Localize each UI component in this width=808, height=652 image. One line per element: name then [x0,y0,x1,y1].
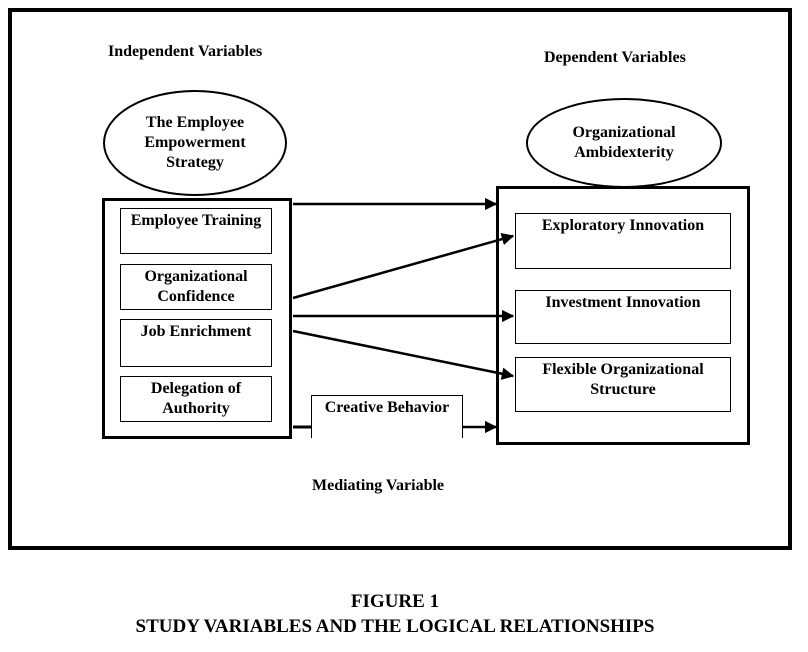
box-line: Employee Training [130,212,262,229]
box-line: Organizational [144,268,248,285]
independent-variables-box [102,198,292,439]
arrow-confidence-to-exploratory [292,233,515,300]
ellipse-line: Ambidexterity [574,144,674,161]
box-line: Authority [162,400,230,417]
box-line: Investment Innovation [545,294,701,311]
box-line: Flexible Organizational [542,361,704,378]
box-line: Confidence [157,288,235,305]
figure-number: FIGURE 1 [350,591,440,612]
ellipse-line: Empowerment [144,134,246,151]
arrow-enrichment-to-flexible [292,329,515,380]
box-line: Structure [590,381,656,398]
box-line: Exploratory Innovation [541,217,705,234]
creative-behavior-box: Creative Behavior [311,395,463,438]
investment-innovation-box: Investment Innovation [515,290,731,344]
organizational-confidence-box: Organizational Confidence [120,264,272,310]
job-enrichment-box: Job Enrichment [120,319,272,367]
flexible-organizational-structure-box: Flexible Organizational Structure [515,357,731,412]
mediating-variable-label: Mediating Variable [312,477,445,494]
box-line: Creative Behavior [324,399,450,416]
ellipse-line: The Employee [145,114,245,131]
delegation-of-authority-box: Delegation of Authority [120,376,272,422]
employee-training-box: Employee Training [120,208,272,254]
exploratory-innovation-box: Exploratory Innovation [515,213,731,269]
dependent-variables-label: Dependent Variables [544,49,686,66]
ellipse-line: Organizational [572,124,676,141]
independent-variables-label: Independent Variables [108,43,263,60]
box-line: Job Enrichment [140,323,252,340]
diagram-frame [8,8,792,550]
employee-empowerment-ellipse: The Employee Empowerment Strategy [103,90,287,196]
box-line: Delegation of [150,380,242,397]
ellipse-line: Strategy [166,154,224,171]
figure-title: STUDY VARIABLES AND THE LOGICAL RELATION… [135,616,655,637]
